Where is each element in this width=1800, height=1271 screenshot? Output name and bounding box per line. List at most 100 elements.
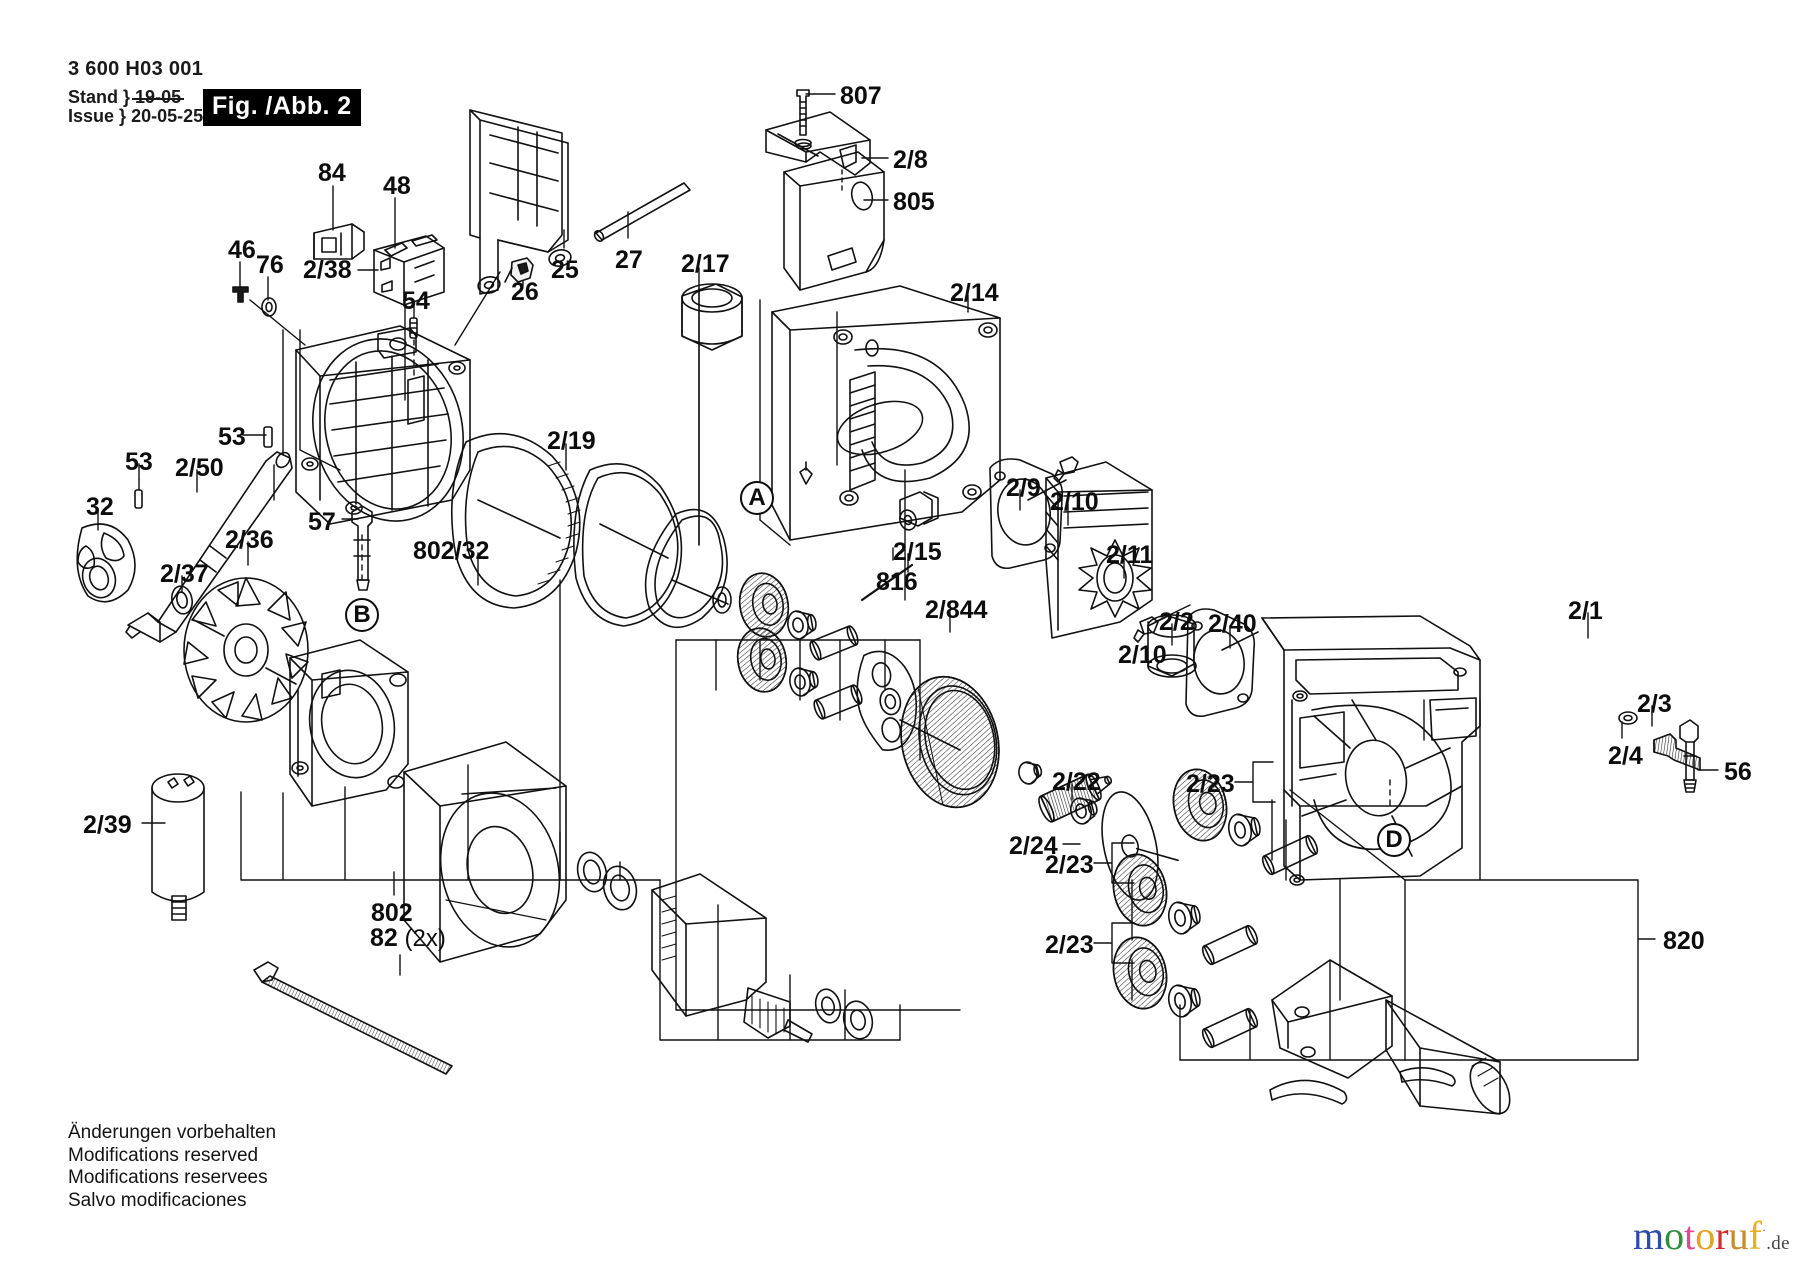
legal-line-en: Modifications reserved [68,1144,259,1166]
part-callout-2-23: 2/23 [1186,772,1235,797]
callout-number: 2/3 [1637,690,1672,718]
callout-number: 32 [86,493,114,521]
part-callout-82: 82 (2x) [370,926,446,951]
part-callout-2-17: 2/17 [681,252,730,277]
part-callout-2-23: 2/23 [1045,853,1094,878]
callout-number: 84 [318,159,346,187]
watermark-tld: .de [1766,1233,1790,1254]
brace-upper: } [118,87,131,107]
part-callout-53: 53 [125,450,153,475]
callout-number: 2/23 [1045,931,1094,959]
part-callout-2-11: 2/11 [1106,543,1153,568]
callout-number: 2/24 [1009,832,1058,860]
callout-number: 2/23 [1045,851,1094,879]
part-callout-802-32: 802/32 [413,539,489,564]
part-callout-46: 46 [228,238,256,263]
callout-number: 2/14 [950,279,999,307]
part-callout-2-2: 2/2 [1159,610,1194,635]
callout-number: 26 [511,278,539,306]
watermark-letter: m [1633,1213,1665,1258]
callout-number: 816 [876,568,918,596]
legal-line-fr: Modifications reservees [68,1167,268,1188]
callout-number: 56 [1724,758,1752,786]
callout-number: 807 [840,82,882,110]
callout-number: 53 [218,423,246,451]
callout-number: 2/17 [681,250,730,278]
stand-value: 19-05 [132,87,185,107]
callout-number: 76 [256,251,284,279]
motoruf-watermark: motoruf·.de [1633,1216,1790,1256]
part-callout-2-8: 2/8 [893,148,928,173]
part-callout-2-10: 2/10 [1118,643,1167,668]
part-callout-2-4: 2/4 [1608,744,1643,769]
reference-marker-b: B [345,598,379,632]
figure-badge: Fig. /Abb. 2 [203,89,361,126]
part-callout-2-15: 2/15 [893,540,942,565]
part-callout-2-40: 2/40 [1208,612,1257,637]
callout-number: 2/9 [1006,474,1041,502]
callout-number: 2/22 [1052,768,1101,796]
callout-number: 2/50 [175,454,224,482]
legal-line-es: Salvo modificaciones [68,1189,247,1211]
issue-value: 20-05-25 [131,106,204,126]
part-callout-2-1: 2/1 [1568,599,1603,624]
part-callout-48: 48 [383,174,411,199]
callout-number: 805 [893,188,935,216]
legal-line-de: Änderungen vorbehalten [68,1122,277,1143]
reference-marker-a: A [740,481,774,515]
callout-number: 2/844 [925,596,988,624]
callout-number: 2/4 [1608,742,1643,770]
stand-label: Stand [68,87,119,107]
callout-number: 2/39 [83,811,132,839]
part-callout-54: 54 [402,289,430,314]
watermark-letter: t [1684,1213,1696,1258]
watermark-dot: · [1761,1222,1767,1238]
reference-marker-d: D [1377,823,1411,857]
callout-number: 46 [228,236,256,264]
callout-number: 2/10 [1118,641,1167,669]
part-callout-2-10: 2/10 [1050,490,1099,515]
part-callout-816: 816 [876,570,918,595]
part-callout-2-36: 2/36 [225,528,274,553]
part-callout-807: 807 [840,84,882,109]
part-callout-802: 802 [371,901,413,926]
watermark-letter: r [1715,1213,1729,1258]
callout-number: 2/19 [547,427,596,455]
part-callout-2-3: 2/3 [1637,692,1672,717]
callout-quantity: (2x) [397,925,446,952]
callout-number: 802 [371,899,413,927]
callout-number: 2/23 [1186,770,1235,798]
part-callout-27: 27 [615,248,643,273]
watermark-letter: o [1664,1213,1685,1258]
revision-block: Stand } 19-05 Issue } 20-05-25 [68,88,203,126]
part-callout-57: 57 [308,510,336,535]
callout-number: 48 [383,172,411,200]
part-callout-56: 56 [1724,760,1752,785]
part-callout-2-50: 2/50 [175,456,224,481]
part-callout-25: 25 [551,258,579,283]
part-callout-32: 32 [86,495,114,520]
callout-number: 2/37 [160,560,209,588]
callout-number: 2/2 [1159,608,1194,636]
callout-number: 27 [615,246,643,274]
callout-number: 2/8 [893,146,928,174]
issue-label: Issue [68,106,115,126]
callout-number: 2/40 [1208,610,1257,638]
callout-number: 820 [1663,927,1705,955]
callout-number: 57 [308,508,336,536]
part-callout-2-22: 2/22 [1052,770,1101,795]
callout-number: 2/11 [1106,541,1154,569]
callout-number: 54 [402,287,430,315]
part-callout-2-844: 2/844 [925,598,988,623]
watermark-letter: f [1748,1213,1762,1258]
callout-number: 25 [551,256,579,284]
part-callout-2-38: 2/38 [303,258,352,283]
callout-number: 2/15 [893,538,942,566]
callout-number: 802/32 [413,537,490,565]
part-callout-53: 53 [218,425,246,450]
callout-number: 82 [370,924,398,952]
part-callout-2-23: 2/23 [1045,933,1094,958]
brace-lower: } [114,106,127,126]
